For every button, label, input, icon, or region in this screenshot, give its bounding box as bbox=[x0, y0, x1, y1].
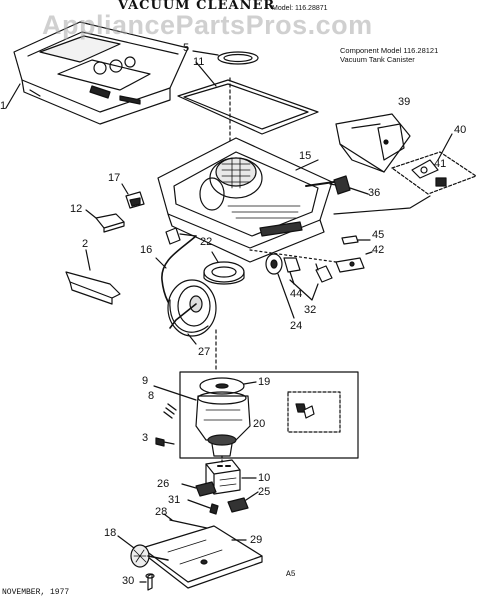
part-label-22: 22 bbox=[200, 236, 213, 248]
leader-line bbox=[155, 257, 167, 269]
leader-line bbox=[187, 333, 197, 345]
leader-line bbox=[289, 271, 295, 285]
page-code: A5 bbox=[286, 570, 296, 579]
brush-left bbox=[195, 481, 217, 497]
spring bbox=[163, 403, 177, 419]
part-label-44: 44 bbox=[290, 288, 303, 300]
leader-line bbox=[295, 159, 319, 171]
leader-line bbox=[85, 209, 97, 219]
footer-date: NOVEMBER, 1977 bbox=[2, 588, 70, 597]
part-label-25: 25 bbox=[258, 486, 271, 498]
small-pad bbox=[341, 235, 359, 245]
leader-line bbox=[181, 483, 197, 489]
switch bbox=[125, 191, 145, 209]
diagram-title: Vacuum Cleaner bbox=[118, 0, 276, 13]
part-label-19: 19 bbox=[258, 376, 271, 388]
leader-line bbox=[333, 195, 431, 215]
part-label-29: 29 bbox=[250, 534, 263, 546]
part-label-3: 3 bbox=[142, 432, 149, 444]
leader-line bbox=[121, 183, 129, 195]
brush-right bbox=[227, 497, 249, 513]
filter-holder bbox=[335, 113, 411, 173]
small-block bbox=[95, 213, 125, 233]
gasket bbox=[177, 79, 319, 135]
leader-line bbox=[117, 535, 135, 549]
part-label-24: 24 bbox=[290, 320, 303, 332]
leader-line bbox=[211, 251, 219, 263]
part-label-15: 15 bbox=[299, 150, 312, 162]
part-label-1: 1 bbox=[0, 100, 7, 112]
filter-disc bbox=[217, 51, 259, 65]
part-label-30: 30 bbox=[122, 575, 135, 587]
watermark: AppliancePartsPros.com bbox=[42, 10, 373, 40]
motor-assembly-box bbox=[179, 371, 359, 459]
part-label-11: 11 bbox=[193, 56, 205, 68]
latch-bracket bbox=[391, 133, 477, 195]
component-note-line2: Vacuum Tank Canister bbox=[340, 55, 415, 64]
part-label-2: 2 bbox=[82, 238, 89, 250]
base-plate bbox=[141, 525, 263, 589]
part-label-10: 10 bbox=[258, 472, 271, 484]
leader-line bbox=[365, 251, 373, 255]
connector bbox=[305, 175, 351, 195]
model-number: Model: 116.28871 bbox=[272, 5, 328, 12]
part-label-20: 20 bbox=[253, 418, 266, 430]
part-label-45: 45 bbox=[372, 229, 385, 241]
leader-line bbox=[349, 187, 369, 195]
screw bbox=[155, 437, 175, 447]
part-label-39: 39 bbox=[398, 96, 411, 108]
leader-line bbox=[195, 61, 217, 87]
part-label-40: 40 bbox=[454, 124, 467, 136]
leader-line bbox=[192, 50, 219, 56]
leader-line bbox=[163, 513, 173, 521]
part-label-26: 26 bbox=[157, 478, 170, 490]
canister-body bbox=[157, 137, 343, 263]
cord-reel bbox=[167, 279, 217, 337]
leader-line bbox=[245, 491, 259, 501]
bottom-screw bbox=[145, 573, 155, 591]
leader-line bbox=[153, 385, 197, 401]
part-label-36: 36 bbox=[368, 187, 381, 199]
part-label-8: 8 bbox=[148, 390, 155, 402]
part-label-9: 9 bbox=[142, 375, 149, 387]
leader-line bbox=[187, 499, 211, 509]
part-label-42: 42 bbox=[372, 244, 385, 256]
leader-line bbox=[277, 273, 295, 319]
leader-line bbox=[5, 83, 21, 109]
part-label-5: 5 bbox=[183, 42, 190, 54]
clips bbox=[315, 263, 333, 283]
small-screw bbox=[209, 503, 219, 515]
latch bbox=[335, 257, 365, 273]
motor-disc bbox=[199, 377, 245, 395]
motor bbox=[195, 391, 251, 457]
part-label-31: 31 bbox=[168, 494, 181, 506]
leader-line bbox=[85, 249, 91, 271]
component-note-line1: Component Model 116.28121 bbox=[340, 46, 439, 55]
fan bbox=[130, 544, 169, 568]
leader-line bbox=[289, 279, 319, 301]
lid-cover bbox=[13, 21, 189, 125]
part-label-27: 27 bbox=[198, 346, 211, 358]
leader-line bbox=[249, 249, 337, 263]
part-label-18: 18 bbox=[104, 527, 117, 539]
ring-seal bbox=[203, 261, 245, 285]
part-label-16: 16 bbox=[140, 244, 153, 256]
pedal-bracket bbox=[65, 271, 121, 305]
part-label-17: 17 bbox=[108, 172, 121, 184]
wheel bbox=[265, 253, 301, 275]
leader-line bbox=[243, 381, 257, 385]
part-label-41: 41 bbox=[434, 158, 447, 170]
part-label-12: 12 bbox=[70, 203, 83, 215]
part-label-32: 32 bbox=[304, 304, 317, 316]
part-label-28: 28 bbox=[155, 506, 168, 518]
